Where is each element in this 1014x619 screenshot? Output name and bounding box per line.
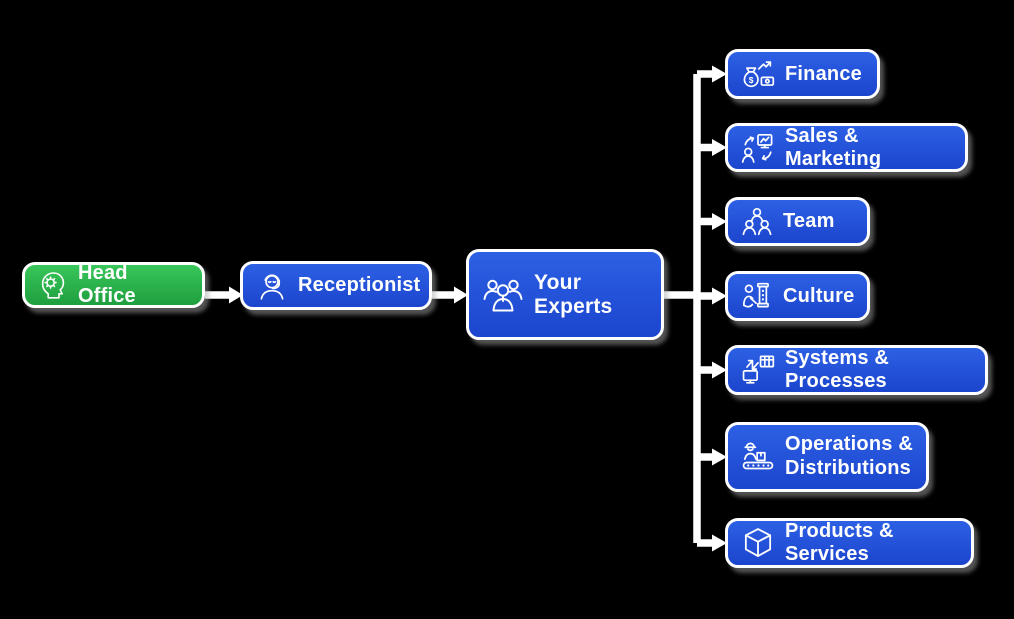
node-head-office[interactable]: Head Office [22,262,205,308]
node-label: Finance [785,62,862,85]
node-label: Your Experts [534,270,613,318]
experts-group-icon [483,279,523,311]
arrowhead-experts [454,286,468,304]
head-gear-icon [41,272,65,299]
arrowhead-operations [712,448,727,466]
node-culture[interactable]: Culture [725,271,870,321]
arrowhead-products [712,534,727,552]
node-finance[interactable]: $ Finance [725,49,880,99]
node-label: Sales & Marketing [785,124,882,170]
person-pillar-icon [742,282,769,308]
arrowhead-sales [712,139,727,156]
node-receptionist[interactable]: Receptionist [240,261,432,310]
arrowhead-culture [712,287,727,305]
node-operations-distributions[interactable]: Operations & Distributions [725,422,929,492]
worker-conveyor-icon [742,442,774,470]
monitor-table-icon [742,355,775,384]
arrowhead-finance [712,65,727,83]
node-team[interactable]: Team [725,197,870,246]
node-products-services[interactable]: Products & Services [725,518,974,568]
arrowhead-receptionist [229,286,243,304]
node-label: Products & Services [785,520,894,565]
receptionist-icon [260,273,284,300]
node-sales-marketing[interactable]: Sales & Marketing [725,123,968,172]
arrowhead-systems [712,361,727,379]
money-bag-chart-icon: $ [743,61,775,88]
three-people-icon [742,207,772,235]
node-label: Systems & Processes [785,347,890,392]
node-label: Receptionist [298,274,421,296]
person-presentation-icon [741,133,773,163]
svg-text:$: $ [749,75,754,85]
cube-icon [744,528,772,557]
node-your-experts[interactable]: Your Experts [466,249,664,340]
node-label: Head Office [78,262,136,307]
node-label: Culture [783,284,855,307]
node-systems-processes[interactable]: Systems & Processes [725,345,988,395]
node-label: Operations & Distributions [785,433,913,479]
arrowhead-team [712,213,727,230]
node-label: Team [783,210,835,232]
